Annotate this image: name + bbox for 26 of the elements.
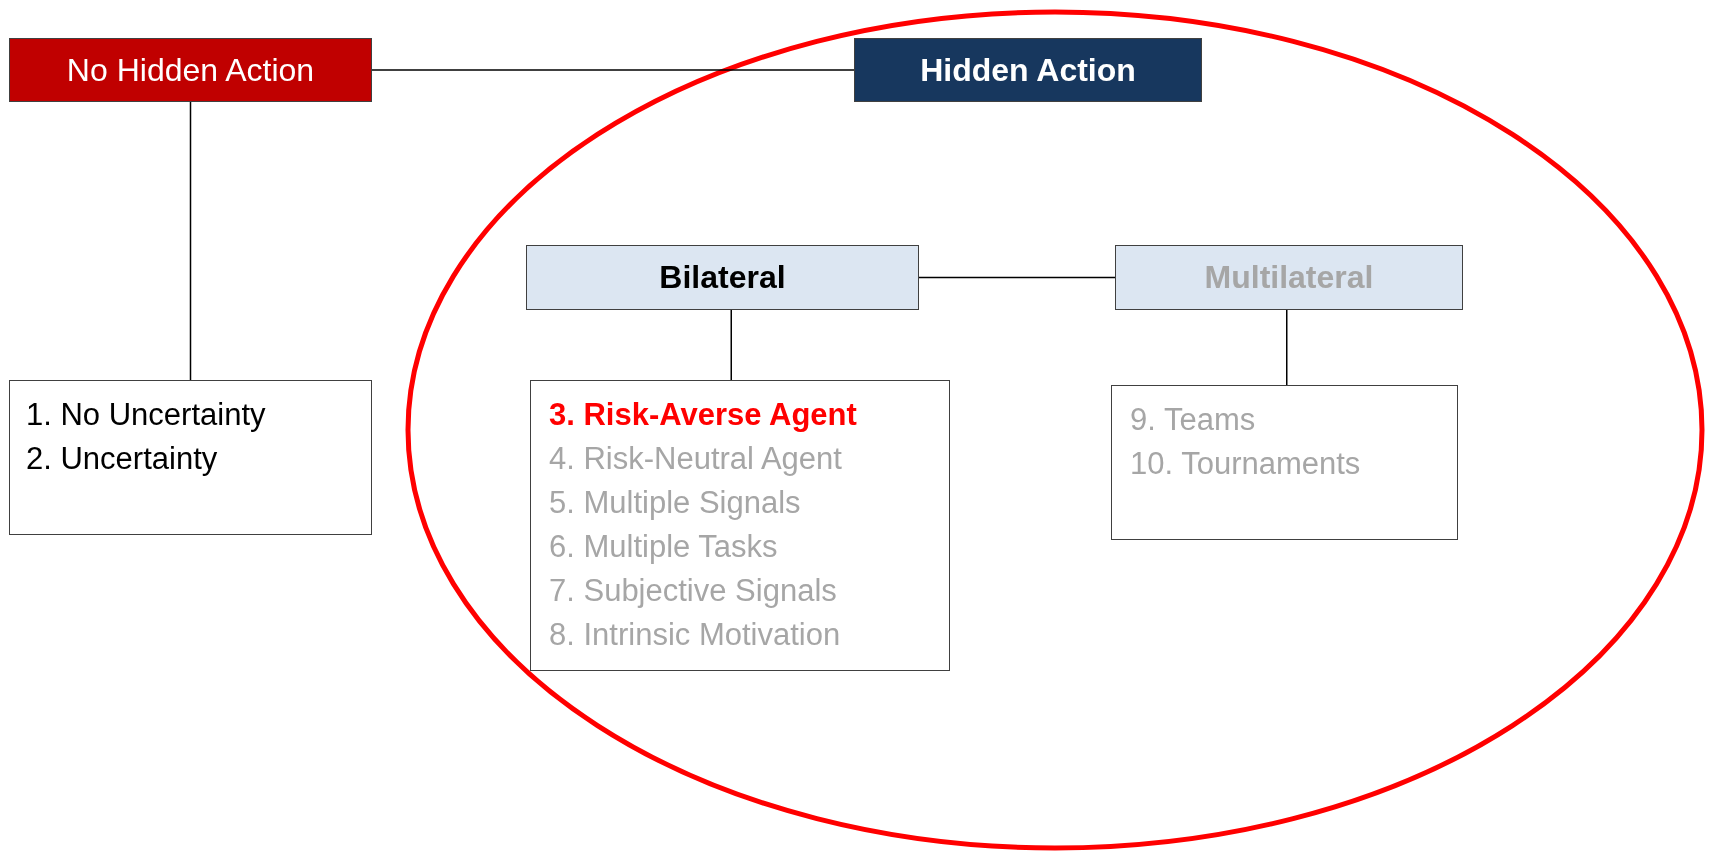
connector-line (189, 101, 192, 381)
list-box (530, 380, 950, 671)
list-item: 5. Multiple Signals (549, 484, 802, 522)
list-item: 2. Uncertainty (26, 440, 219, 478)
list-item: 4. Risk-Neutral Agent (549, 440, 843, 478)
list-item: 9. Teams (1130, 401, 1257, 439)
list-item: 3. Risk-Averse Agent (549, 396, 858, 434)
connector-line (371, 69, 855, 71)
connector-line (730, 309, 732, 381)
connector-line (1286, 309, 1288, 386)
list-item: 8. Intrinsic Motivation (549, 616, 842, 654)
category-label: Hidden Action (920, 51, 1136, 89)
category-box (9, 38, 372, 102)
category-label: Bilateral (659, 259, 786, 296)
category-label: Multilateral (1204, 259, 1374, 296)
list-item: 7. Subjective Signals (549, 572, 838, 610)
list-item: 6. Multiple Tasks (549, 528, 779, 566)
list-item: 1. No Uncertainty (26, 396, 267, 434)
category-box (1115, 245, 1463, 310)
connector-line (918, 276, 1116, 279)
list-box (9, 380, 372, 535)
category-label: No Hidden Action (66, 51, 315, 89)
list-item: 10. Tournaments (1130, 445, 1362, 483)
list-box (1111, 385, 1458, 540)
category-box (526, 245, 919, 310)
category-box (854, 38, 1202, 102)
